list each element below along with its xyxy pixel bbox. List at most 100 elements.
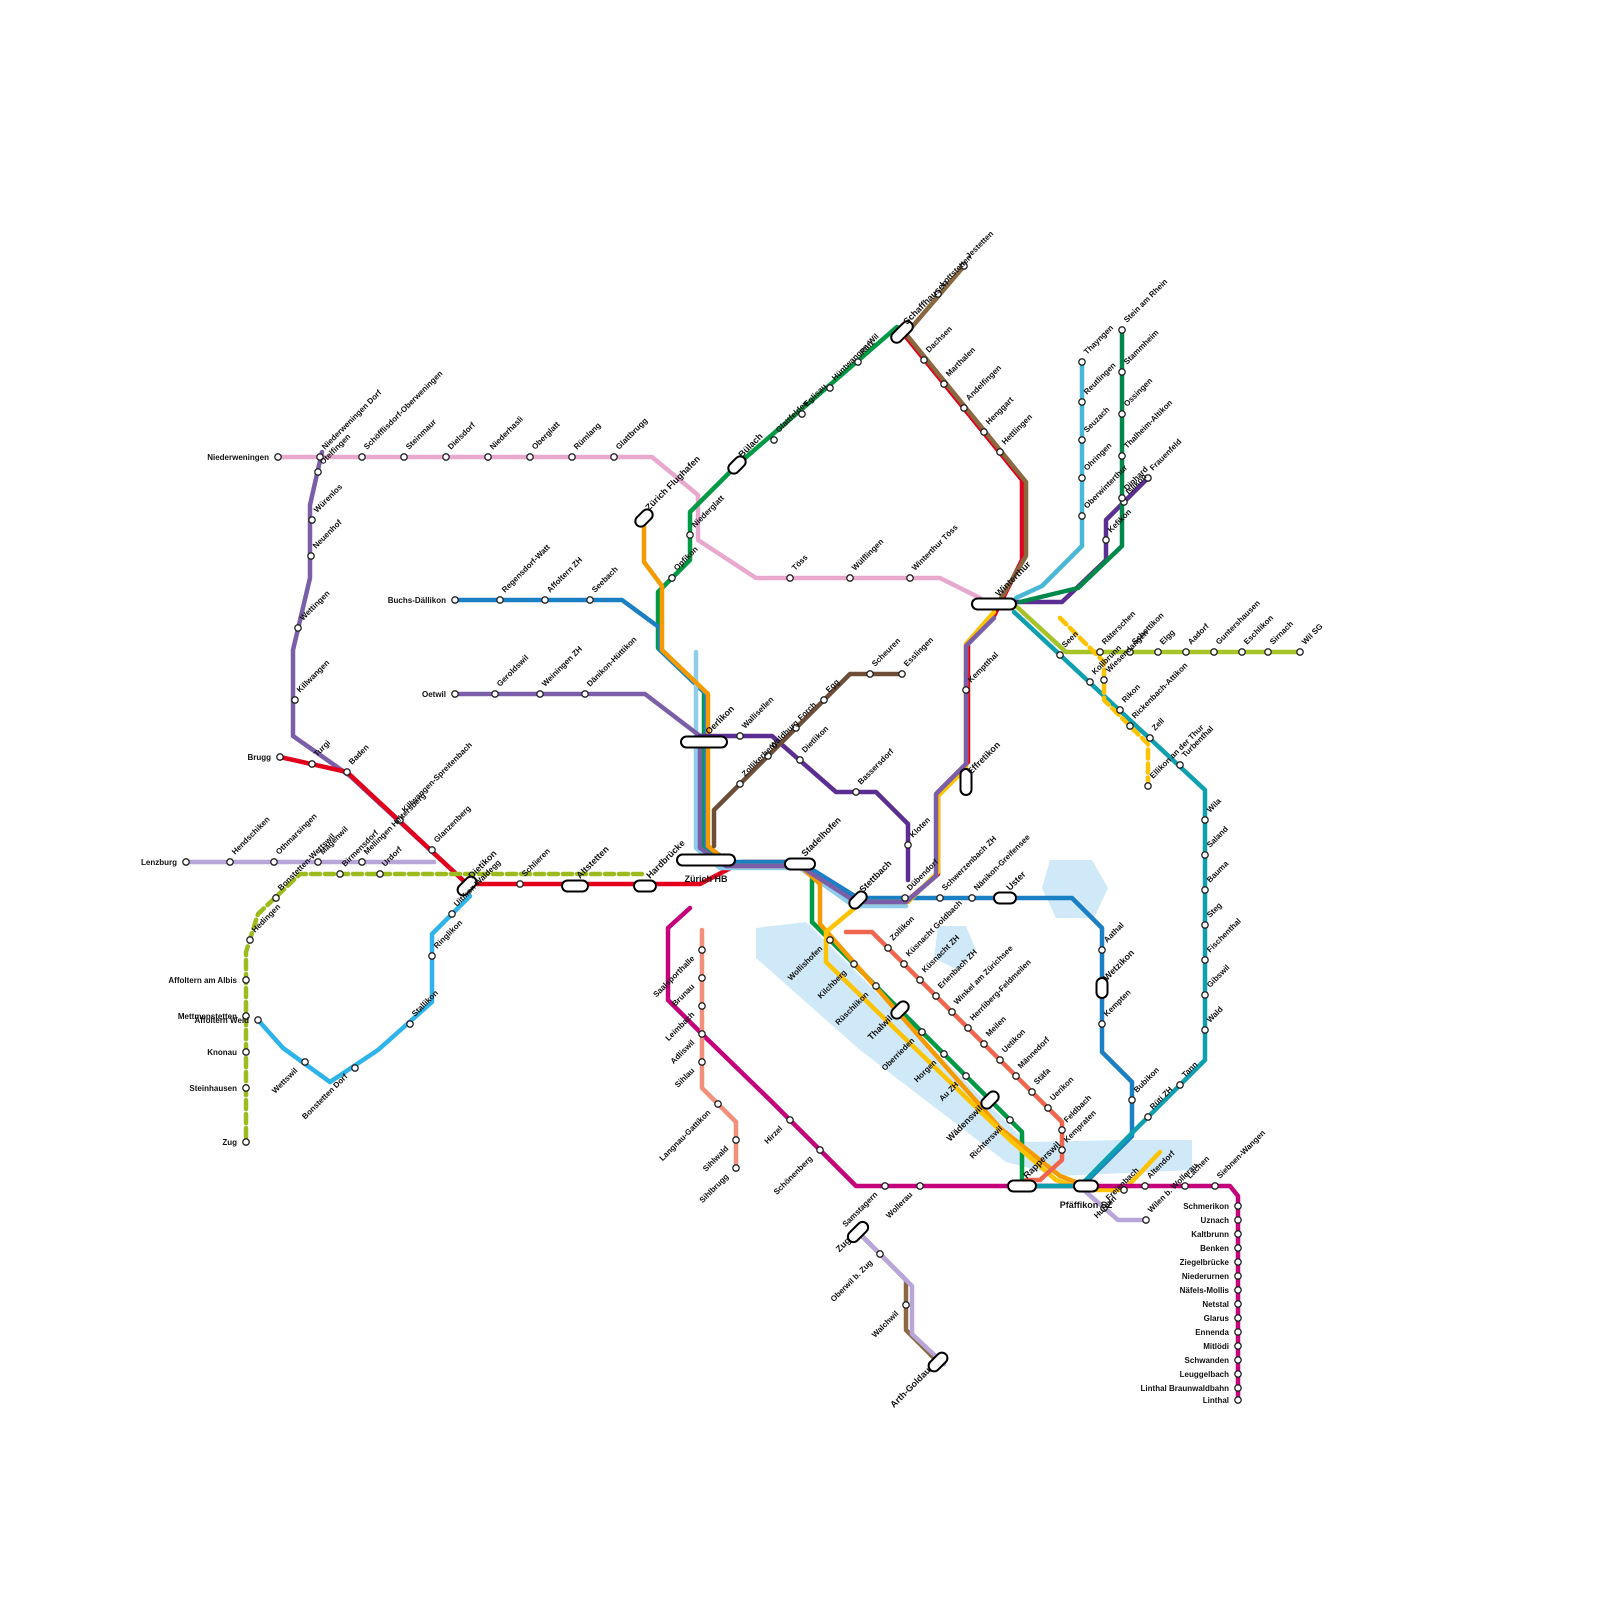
- station-label: Schönenberg: [772, 1154, 815, 1197]
- interchange-label: Schaffhausen: [901, 278, 950, 327]
- station-dot: [1120, 1186, 1128, 1194]
- station-dot: [1028, 1088, 1036, 1096]
- station-dot: [428, 952, 436, 960]
- station-dot: [1078, 358, 1086, 366]
- station-dot: [301, 1058, 309, 1066]
- station-label: Scheuren: [870, 636, 902, 668]
- interchange-marker: [848, 890, 868, 910]
- station-label: Rikon: [1120, 682, 1142, 704]
- station-dot: [586, 596, 594, 604]
- station-dot: [1118, 326, 1126, 334]
- station-dot: [226, 858, 234, 866]
- station-dot: [934, 290, 942, 298]
- station-label: Ossingen: [1122, 376, 1154, 408]
- station-dot: [850, 960, 858, 968]
- station-dot: [1078, 474, 1086, 482]
- station-label: Sihlwald: [701, 1144, 730, 1173]
- line-pink: [275, 454, 983, 601]
- station-dot: [846, 574, 854, 582]
- station-dot: [516, 880, 524, 888]
- station-dot: [714, 1100, 722, 1108]
- station-dot: [270, 858, 278, 866]
- line-teal-ne: [1013, 359, 1085, 601]
- station-dot: [314, 468, 322, 476]
- station-dot: [962, 1072, 970, 1080]
- stations-layer: [182, 262, 1304, 1404]
- interchange-marker: [1073, 1179, 1099, 1193]
- station-dot: [1144, 782, 1152, 790]
- station-label: Seebach: [590, 565, 620, 595]
- station-label: Niederhasli: [488, 415, 525, 452]
- station-label: Egg: [824, 677, 841, 694]
- station-dot: [1234, 1202, 1242, 1210]
- station-label: Siebnen-Wangen: [1215, 1128, 1267, 1180]
- station-dot: [1264, 648, 1272, 656]
- station-dot: [936, 894, 944, 902]
- station-dot: [242, 1084, 250, 1092]
- station-label: Schwanden: [1185, 1356, 1230, 1365]
- station-dot: [996, 448, 1004, 456]
- station-dot: [316, 453, 324, 461]
- station-label: Rüti ZH: [1148, 1085, 1175, 1112]
- interchange-marker: [1095, 977, 1109, 999]
- line-gold-dashed: [1057, 615, 1151, 789]
- station-dot: [852, 788, 860, 796]
- station-label: Kemptthal: [966, 650, 1000, 684]
- line-lavender-sz: [1083, 1189, 1149, 1223]
- interchange-marker: [456, 875, 478, 897]
- station-dot: [1234, 1356, 1242, 1364]
- station-dot: [1296, 648, 1304, 656]
- station-dot: [242, 1138, 250, 1146]
- station-label: Urdorf: [380, 845, 404, 869]
- station-label: Andelfingen: [964, 363, 1003, 402]
- interchange-label: Stettbach: [857, 858, 893, 894]
- station-label: Opfikon: [672, 545, 700, 573]
- station-dot: [866, 670, 874, 678]
- station-dot: [1234, 1216, 1242, 1224]
- station-dot: [918, 1028, 926, 1036]
- station-dot: [904, 841, 912, 849]
- station-dot: [1144, 474, 1152, 482]
- station-dot: [980, 1040, 988, 1048]
- station-dot: [1181, 1182, 1189, 1190]
- station-label: Hüntwangen-Wil: [830, 332, 881, 383]
- station-label: Glattbrugg: [614, 416, 649, 451]
- station-dot: [336, 870, 344, 878]
- station-label: Stallikon: [410, 988, 440, 1018]
- station-dot: [962, 686, 970, 694]
- station-dot: [900, 960, 908, 968]
- station-label: Glarus: [1204, 1314, 1230, 1323]
- station-dot: [1234, 1384, 1242, 1392]
- lakes-layer: [756, 860, 1192, 1176]
- station-dot: [1234, 1272, 1242, 1280]
- station-label: Aadorf: [1186, 622, 1211, 647]
- station-label: Linthal Braunwaldbahn: [1141, 1384, 1230, 1393]
- interchange-marker: [727, 455, 747, 475]
- station-dot: [1058, 1146, 1066, 1154]
- station-dot: [308, 760, 316, 768]
- station-dot: [916, 976, 924, 984]
- station-label: Schmerikon: [1183, 1202, 1229, 1211]
- station-dot: [964, 1024, 972, 1032]
- station-label: Leuggelbach: [1180, 1370, 1229, 1379]
- station-dot: [1201, 991, 1209, 999]
- station-dot: [491, 690, 499, 698]
- station-label: Bassersdorf: [856, 747, 896, 787]
- station-dot: [1128, 1096, 1136, 1104]
- station-label: Wettswil: [270, 1066, 299, 1095]
- interchange-marker: [633, 879, 657, 893]
- station-label: Dänikon-Hüttikon: [585, 635, 639, 689]
- interchange-marker: [971, 597, 1017, 611]
- station-dot: [358, 453, 366, 461]
- station-dot: [736, 732, 744, 740]
- station-label: Mitlödi: [1203, 1342, 1229, 1351]
- station-dot: [1234, 1244, 1242, 1252]
- station-dot: [358, 858, 366, 866]
- station-dot: [1098, 1020, 1106, 1028]
- station-dot: [1056, 651, 1064, 659]
- station-label: Baden: [347, 743, 371, 767]
- interchanges-layer: [456, 320, 1109, 1373]
- line-blue: [452, 597, 1135, 1189]
- station-label: Oberwil b. Zug: [829, 1258, 875, 1304]
- station-dot: [451, 690, 459, 698]
